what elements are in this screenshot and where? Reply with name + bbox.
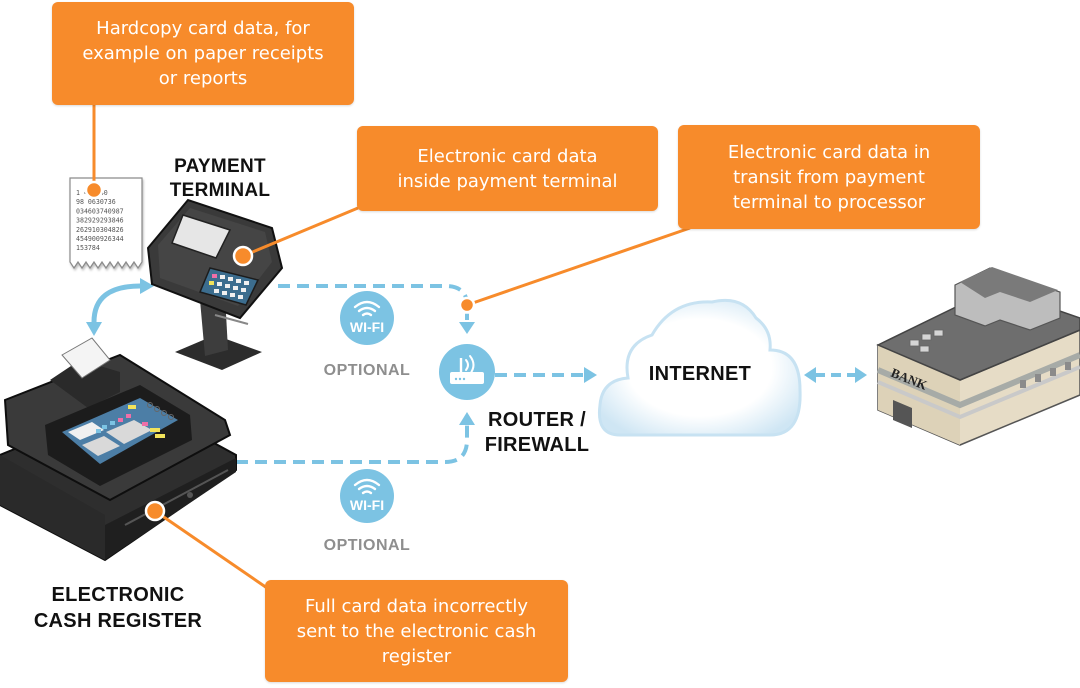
callout-leaders bbox=[92, 104, 691, 592]
register-terminal-link bbox=[91, 283, 141, 323]
arrow-into-internet bbox=[584, 367, 597, 383]
bank-building-icon: BANK bbox=[876, 267, 1080, 446]
wifi-badge-label: WI-FI bbox=[350, 319, 384, 335]
receipt-line: 262910304826 bbox=[76, 226, 124, 234]
anchor-dot-register bbox=[144, 500, 166, 522]
callout-terminal: Electronic card data inside payment term… bbox=[357, 126, 658, 211]
payment-terminal-label-line1: PAYMENT bbox=[174, 156, 266, 177]
router-label-line1: ROUTER / bbox=[488, 409, 586, 431]
leader-transit bbox=[466, 226, 691, 307]
register-router-link bbox=[236, 425, 469, 464]
arrow-into-router-bottom bbox=[459, 412, 475, 425]
wifi-badge-bottom: WI-FI bbox=[340, 469, 394, 523]
wifi-badge-label: WI-FI bbox=[350, 497, 384, 513]
anchor-dot-terminal bbox=[232, 245, 254, 267]
arrow-left-internet bbox=[804, 367, 816, 383]
arrow-into-router-top bbox=[459, 322, 475, 334]
wifi-badge-top: WI-FI bbox=[340, 291, 394, 345]
arrow-to-terminal bbox=[140, 278, 154, 294]
cloud-icon bbox=[597, 298, 802, 437]
arrow-right-bank bbox=[855, 367, 867, 383]
callout-transit: Electronic card data in transit from pay… bbox=[678, 125, 980, 229]
receipt-line: 454900926344 bbox=[76, 235, 124, 243]
optional-label-top: OPTIONAL bbox=[323, 362, 411, 379]
callout-hardcopy: Hardcopy card data, for example on paper… bbox=[52, 2, 354, 105]
router-label: ROUTER / FIREWALL bbox=[474, 408, 600, 458]
arrow-to-register bbox=[86, 322, 102, 336]
leader-register bbox=[154, 509, 271, 592]
cash-register-label: ELECTRONIC CASH REGISTER bbox=[18, 582, 218, 634]
optional-label-bottom: OPTIONAL bbox=[323, 537, 411, 554]
wifi-icon bbox=[353, 478, 381, 495]
receipt-line: 153784 bbox=[76, 244, 100, 252]
router-icon bbox=[439, 344, 495, 400]
receipt-icon: 1 48734098 06307360346037409873829292938… bbox=[69, 177, 143, 270]
receipt-line: 382929293846 bbox=[76, 217, 124, 225]
anchor-dot-transit bbox=[458, 296, 476, 314]
payment-terminal-label: PAYMENT TERMINAL bbox=[150, 155, 290, 203]
callout-anchor-dots bbox=[84, 180, 476, 522]
callout-register: Full card data incorrectly sent to the e… bbox=[265, 580, 568, 682]
anchor-dot-hardcopy bbox=[84, 180, 104, 200]
internet-label: INTERNET bbox=[648, 363, 752, 385]
cash-register-label-line1: ELECTRONIC bbox=[51, 584, 185, 606]
payment-terminal-icon bbox=[146, 198, 284, 370]
cash-register-label-line2: CASH REGISTER bbox=[33, 610, 203, 632]
receipt-line: 98 0630736 bbox=[76, 198, 116, 206]
payment-terminal-label-line2: TERMINAL bbox=[169, 180, 271, 201]
cash-register-icon bbox=[0, 337, 237, 562]
leader-terminal bbox=[242, 206, 359, 258]
router-label-line2: FIREWALL bbox=[484, 434, 590, 456]
wifi-icon bbox=[353, 300, 381, 317]
receipt-line: 034603740987 bbox=[76, 207, 124, 215]
